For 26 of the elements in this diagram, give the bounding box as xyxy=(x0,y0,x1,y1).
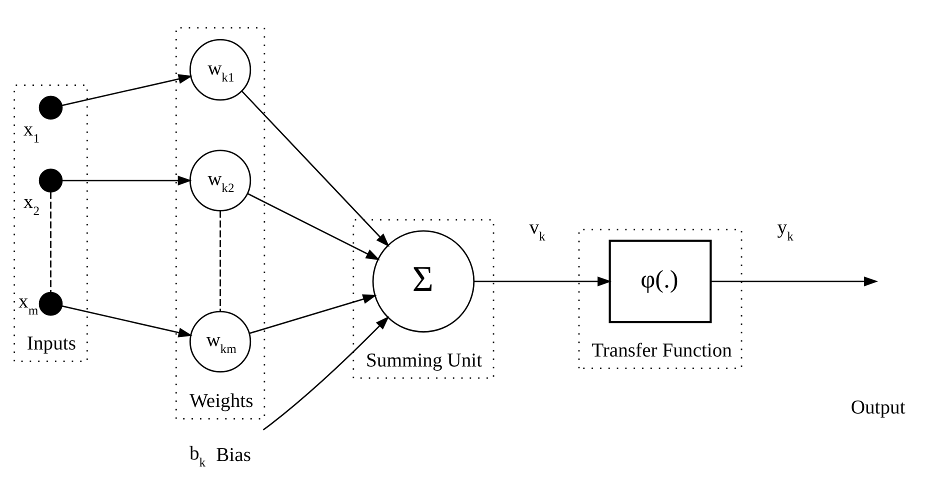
node-circle xyxy=(38,96,63,120)
node-label: x$_{1}$ xyxy=(23,119,40,146)
node-box: φ(.) xyxy=(608,240,712,324)
arrow xyxy=(710,276,878,286)
arrow xyxy=(247,192,380,260)
node-circle: w$_{k1}$ xyxy=(189,39,252,101)
node-circle xyxy=(38,292,63,316)
node-circle: w$_{k2}$ xyxy=(189,150,252,212)
node-circle xyxy=(38,168,63,192)
node-label: x$_{m}$ xyxy=(18,292,38,318)
arrow xyxy=(249,294,377,334)
node-circle: Σ xyxy=(372,230,475,333)
node-circle: w$_{km}$ xyxy=(189,310,252,372)
edge-label: y$_{k}$ xyxy=(777,217,794,244)
arrow xyxy=(242,90,390,248)
arrow xyxy=(62,176,192,186)
node-label: x$_{2}$ xyxy=(23,192,40,218)
connector xyxy=(220,210,221,312)
arrow xyxy=(262,316,390,430)
label: Output xyxy=(850,397,906,418)
node-text: b$_{k}$ Bias xyxy=(189,444,251,470)
arrow xyxy=(62,305,192,338)
arrow xyxy=(474,276,612,286)
connector xyxy=(50,192,52,292)
arrow xyxy=(62,74,192,106)
edge-label: v$_{k}$ xyxy=(529,217,546,244)
